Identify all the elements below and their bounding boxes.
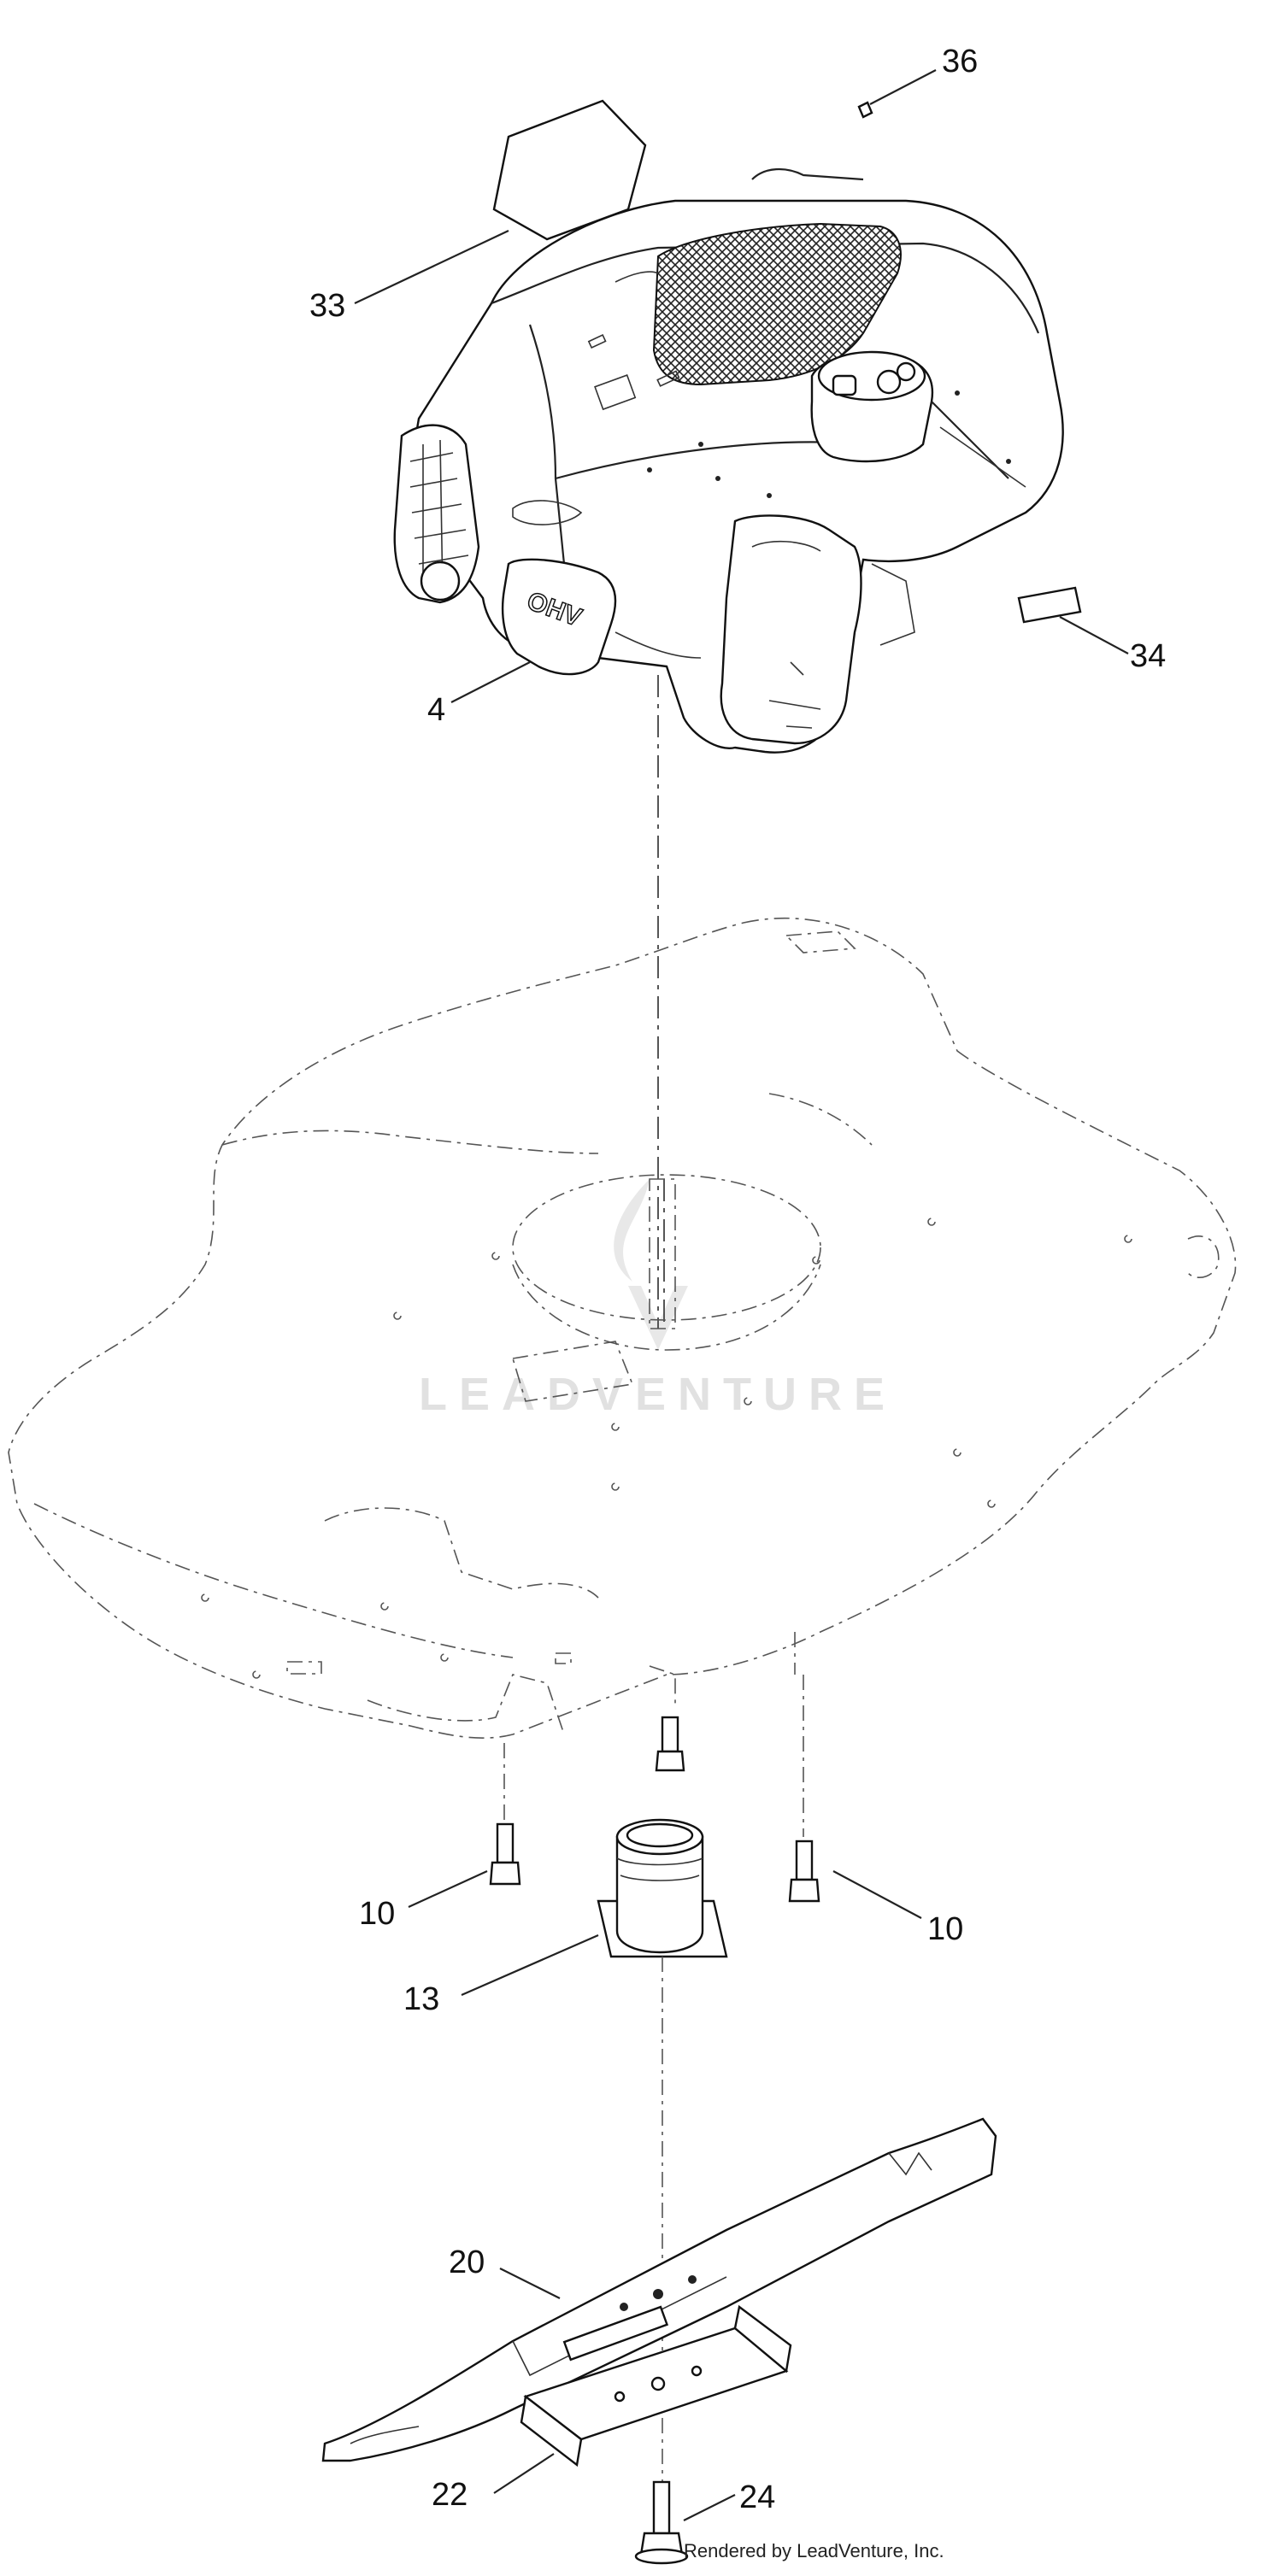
leader-36	[869, 69, 937, 105]
callout-10-right: 10	[927, 1911, 963, 1947]
bolt-center	[655, 1716, 685, 1772]
part-10-bolt-right	[788, 1840, 820, 1903]
part-20-mower-blade	[321, 2117, 997, 2462]
leader-24	[683, 2494, 736, 2521]
watermark-text: LEADVENTURE	[419, 1369, 897, 1420]
callout-34: 34	[1130, 638, 1166, 674]
leader-34	[1059, 616, 1129, 654]
part-34-label	[1017, 586, 1082, 624]
render-credit: Rendered by LeadVenture, Inc.	[684, 2540, 944, 2561]
part-24-blade-bolt	[634, 2480, 689, 2565]
part-10-bolt-left	[489, 1822, 521, 1886]
leader-22	[493, 2453, 555, 2494]
callout-22: 22	[432, 2477, 468, 2513]
callout-33: 33	[309, 288, 345, 324]
callout-20: 20	[449, 2244, 485, 2280]
callout-13: 13	[403, 1981, 439, 2017]
leader-33	[354, 230, 509, 304]
part-33-decal	[492, 99, 647, 241]
callout-4: 4	[427, 692, 445, 728]
engine-assembly: OHV	[393, 167, 1064, 754]
leader-4	[450, 661, 531, 703]
leader-13	[461, 1933, 599, 1997]
callout-36: 36	[942, 44, 978, 79]
callout-24: 24	[739, 2479, 775, 2515]
part-36-clip	[857, 101, 873, 119]
part-13-blade-adapter	[597, 1818, 728, 1958]
watermark-logo: LEADVENTURE	[419, 1179, 897, 1420]
leader-20	[499, 2268, 561, 2299]
callout-10-left: 10	[359, 1896, 395, 1932]
part-22-blade-stiffener	[520, 2304, 792, 2467]
mower-deck-outline	[8, 917, 1237, 1739]
leader-10-right	[832, 1870, 922, 1919]
leader-10-left	[408, 1869, 488, 1909]
